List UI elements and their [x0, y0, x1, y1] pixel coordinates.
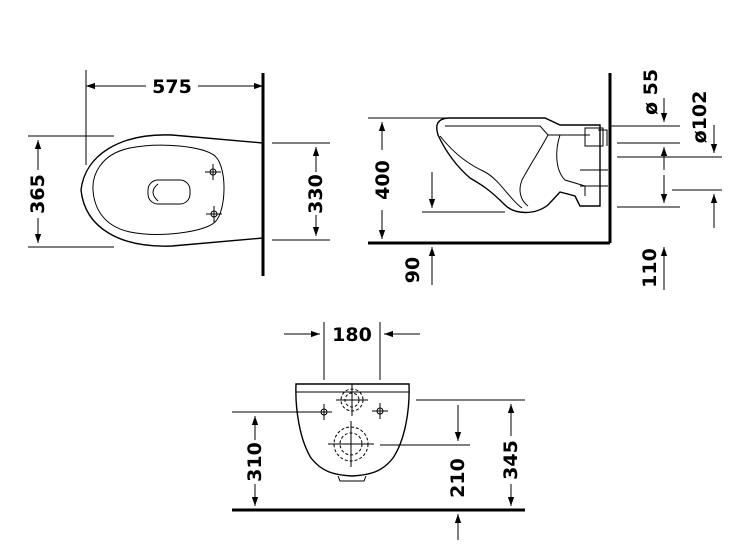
dimension-110: 110	[639, 248, 661, 288]
dimension-180: 180	[332, 324, 372, 346]
dimension-575: 575	[152, 76, 192, 98]
dimension-90: 90	[402, 257, 424, 283]
top-view: 575 365 330	[27, 70, 330, 276]
dimension-210: 210	[447, 458, 469, 498]
front-view-mount-hole-left	[316, 404, 332, 420]
dimension-345: 345	[500, 440, 522, 480]
top-view-mount-hole-upper	[205, 164, 221, 180]
side-view: 400 90 ø 55 ø102 110	[368, 69, 722, 290]
front-view: 180 310 210 345	[232, 322, 525, 540]
dimension-310: 310	[244, 442, 266, 482]
top-view-bowl-outline	[80, 134, 264, 247]
dimension-diameter-102: ø102	[689, 91, 711, 144]
dimension-400: 400	[372, 160, 394, 200]
dimension-330: 330	[305, 174, 327, 214]
front-view-mount-hole-right	[372, 403, 388, 419]
top-view-bowl-inner	[92, 144, 225, 235]
side-view-bowl-profile	[436, 117, 601, 214]
dimension-diameter-55: ø 55	[640, 69, 662, 115]
dimension-365: 365	[27, 174, 49, 214]
top-view-mount-hole-lower	[206, 206, 222, 222]
top-view-seat-hole	[147, 179, 191, 205]
front-view-body-outline	[295, 383, 410, 477]
